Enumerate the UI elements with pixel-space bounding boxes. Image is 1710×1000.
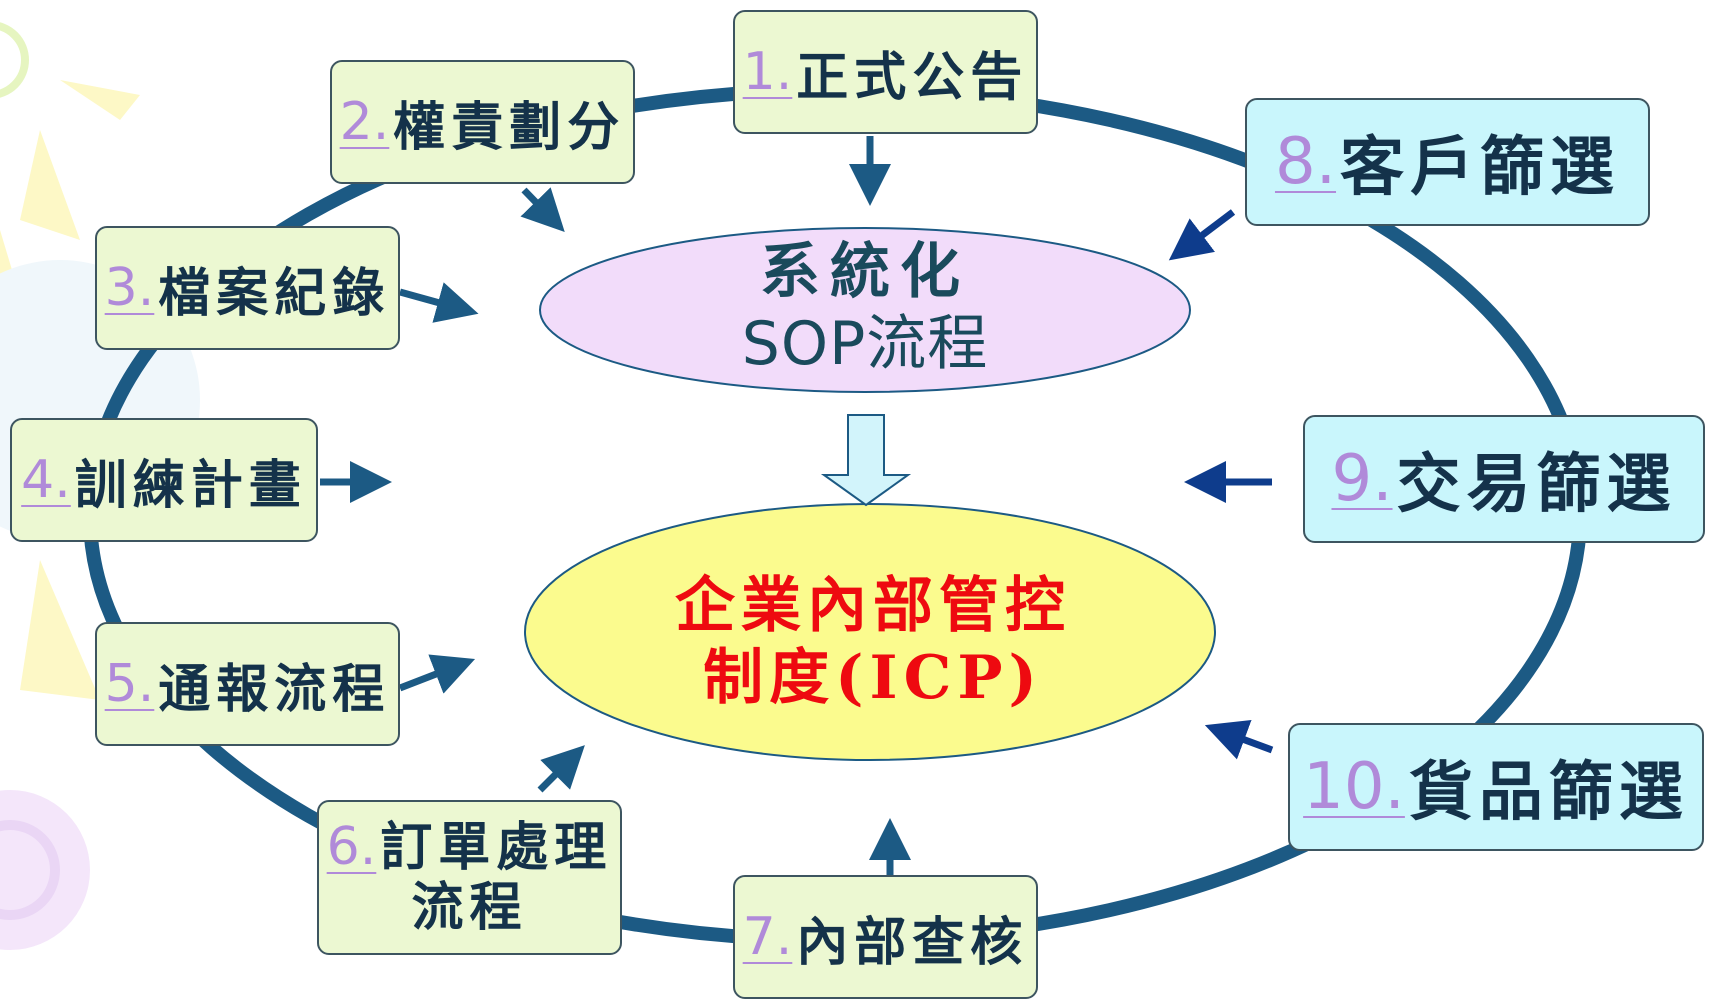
node-number: 10. xyxy=(1303,750,1405,824)
arrow-3 xyxy=(399,282,479,323)
node-label: 訓練計畫 xyxy=(74,454,307,516)
sop-ellipse xyxy=(539,227,1191,393)
icp-label: 企業內部管控 制度(ICP) xyxy=(528,570,1218,714)
node-8-customer-screening: 8. 客戶篩選 xyxy=(1245,98,1650,226)
node-label: 通報流程 xyxy=(158,658,391,720)
icp-label-line2: 制度(ICP) xyxy=(703,643,1043,713)
node-7-internal-audit: 7. 內部查核 xyxy=(733,875,1038,999)
sop-label-line2: SOP流程 xyxy=(741,309,989,379)
arrow-2 xyxy=(520,187,565,233)
node-label: 內部查核 xyxy=(796,911,1029,973)
node-3-records: 3. 檔案紀錄 xyxy=(95,226,400,350)
node-number: 4. xyxy=(21,450,71,510)
icp-ellipse xyxy=(524,503,1216,761)
arrow-8 xyxy=(1168,209,1236,261)
node-label: 客戶篩選 xyxy=(1340,130,1621,205)
arrow-10 xyxy=(1204,720,1274,760)
node-number: 7. xyxy=(742,907,793,967)
node-number: 9. xyxy=(1331,442,1393,516)
sop-label: 系統化 SOP流程 xyxy=(540,236,1190,380)
sop-label-line1: 系統化 xyxy=(760,237,970,307)
node-number: 5. xyxy=(104,654,155,714)
node-label: 貨品篩選 xyxy=(1408,755,1689,830)
node-label: 訂單處理 xyxy=(380,816,613,878)
node-label: 檔案紀錄 xyxy=(158,262,391,324)
node-9-transaction-screening: 9. 交易篩選 xyxy=(1303,415,1705,543)
node-number: 3. xyxy=(104,258,155,318)
node-label: 權責劃分 xyxy=(393,96,626,158)
node-2-responsibility: 2. 權責劃分 xyxy=(330,60,635,184)
node-5-reporting: 5. 通報流程 xyxy=(95,622,400,746)
node-number: 6. xyxy=(326,816,377,877)
node-10-goods-screening: 10. 貨品篩選 xyxy=(1288,723,1704,851)
arrow-5 xyxy=(398,654,476,694)
node-1-announcement: 1. 正式公告 xyxy=(733,10,1038,134)
arrow-6 xyxy=(537,745,585,793)
node-label: 正式公告 xyxy=(796,46,1029,108)
node-label: 交易篩選 xyxy=(1396,447,1677,522)
node-4-training: 4. 訓練計畫 xyxy=(10,418,318,542)
node-label-line2: 流程 xyxy=(411,876,528,938)
sop-to-icp-arrow xyxy=(820,414,912,507)
node-6-order-processing: 6. 訂單處理 流程 xyxy=(317,800,622,955)
node-number: 1. xyxy=(742,42,793,102)
node-number: 2. xyxy=(339,92,390,152)
node-number: 8. xyxy=(1274,125,1337,199)
icp-label-line1: 企業內部管控 xyxy=(675,571,1071,641)
